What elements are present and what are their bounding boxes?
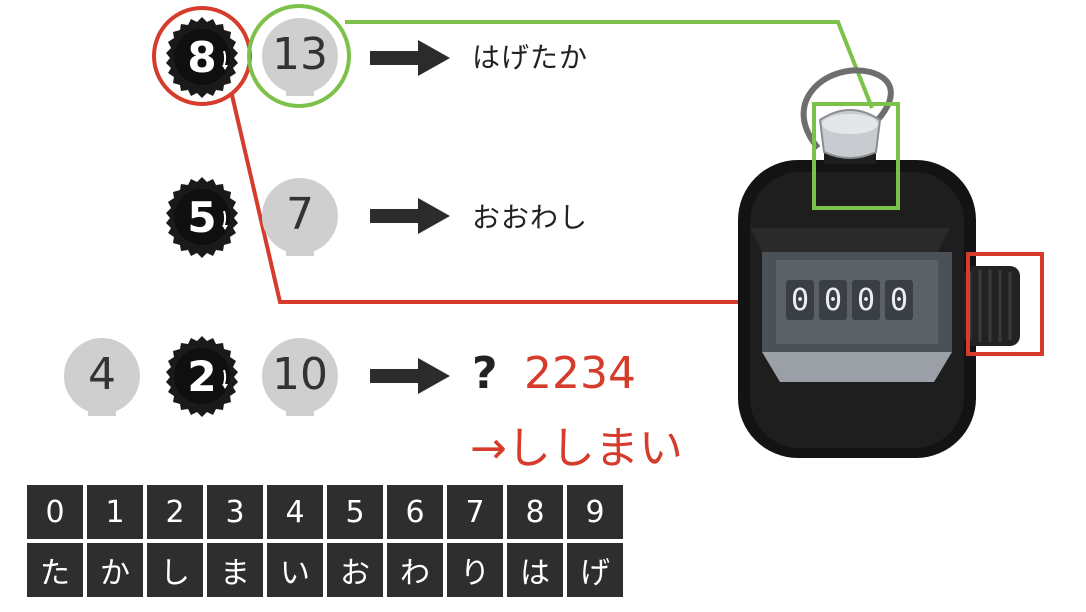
question-mark: ?: [472, 348, 498, 399]
rounded-badge-icon: [261, 338, 338, 416]
rounded-badge-icon: [261, 178, 338, 256]
green-ring: [247, 4, 351, 108]
legend-kana-cell: お: [327, 543, 383, 597]
legend-kana-cell: し: [147, 543, 203, 597]
red-box-reset: [966, 252, 1044, 356]
legend-digit-cell: 1: [87, 485, 143, 539]
badge-dark-row1: 8: [160, 15, 244, 99]
gear-badge-icon: [166, 177, 238, 258]
legend-digit-cell: 3: [207, 485, 263, 539]
badge-light-row3-first: 4: [58, 336, 146, 418]
legend-kana-cell: い: [267, 543, 323, 597]
answer-number: 2234: [524, 348, 636, 399]
arrow-right-icon: [370, 358, 450, 394]
legend-kana-cell: げ: [567, 543, 623, 597]
counter-digit: 0: [786, 280, 814, 320]
gear-badge-icon: [166, 336, 238, 417]
legend-digit-cell: 2: [147, 485, 203, 539]
legend-digit-cell: 4: [267, 485, 323, 539]
legend-kana-cell: り: [447, 543, 503, 597]
legend-digit-cell: 9: [567, 485, 623, 539]
badge-light-row1: 13: [256, 16, 344, 98]
legend-kana-cell: ま: [207, 543, 263, 597]
green-connector: [345, 20, 874, 109]
arrow-right-icon: [370, 40, 450, 76]
badge-number: 7: [286, 188, 314, 240]
legend-digit-cell: 5: [327, 485, 383, 539]
badge-dark-row2: 5: [160, 175, 244, 259]
rounded-badge-icon: [63, 338, 140, 416]
word-row1: はげたか: [472, 41, 589, 74]
badge-number: 13: [272, 28, 328, 80]
legend-kana-cell: か: [87, 543, 143, 597]
legend-kana-cell: は: [507, 543, 563, 597]
legend-kana-cell: た: [27, 543, 83, 597]
green-box-button: [812, 102, 900, 210]
tally-counter: 0 0 0 0: [720, 60, 1070, 460]
gear-badge-icon: [166, 17, 238, 98]
legend-kana-cell: わ: [387, 543, 443, 597]
badge-light-row2: 7: [256, 176, 344, 258]
rounded-badge-icon: [261, 18, 338, 96]
badge-number: 10: [272, 348, 328, 400]
badge-number: 2: [187, 351, 217, 401]
counter-digit: 0: [852, 280, 880, 320]
legend-digit-cell: 8: [507, 485, 563, 539]
legend-digit-cell: 0: [27, 485, 83, 539]
answer-word: →ししまい: [470, 423, 683, 474]
counter-digit: 0: [885, 280, 913, 320]
badge-light-row3: 10: [256, 336, 344, 418]
arrow-right-icon: [370, 198, 450, 234]
legend-digit-cell: 6: [387, 485, 443, 539]
word-row2: おおわし: [472, 201, 589, 234]
badge-number: 8: [187, 32, 217, 82]
badge-dark-row3: 2: [160, 334, 244, 418]
legend-digit-cell: 7: [447, 485, 503, 539]
badge-number: 5: [187, 192, 217, 242]
badge-number: 4: [88, 348, 116, 400]
counter-digit: 0: [819, 280, 847, 320]
